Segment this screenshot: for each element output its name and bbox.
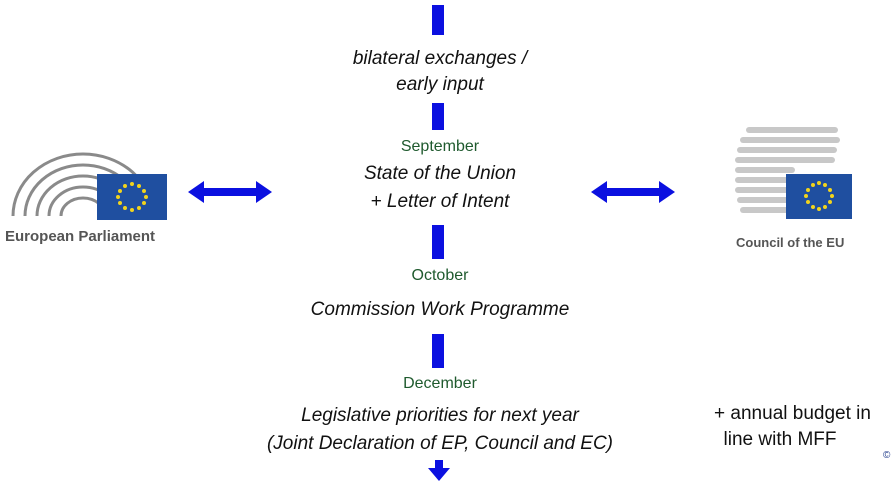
early-input-line2: early input bbox=[396, 74, 484, 95]
european-parliament-logo bbox=[11, 152, 167, 220]
annual-budget-note-line1: + annual budget in bbox=[714, 403, 871, 424]
annual-budget-note-line2: line with MFF bbox=[723, 429, 837, 450]
flow-connector-1 bbox=[432, 103, 444, 130]
double-arrow-right-icon bbox=[591, 181, 675, 203]
flow-connector-3 bbox=[432, 334, 444, 368]
october-label: October bbox=[411, 267, 469, 284]
state-of-union-text: State of the Union bbox=[363, 163, 517, 184]
council-of-the-eu-label: Council of the EU bbox=[736, 235, 845, 250]
joint-declaration-text: (Joint Declaration of EP, Council and EC… bbox=[266, 433, 614, 454]
letter-of-intent-text: + Letter of Intent bbox=[370, 191, 510, 212]
flow-connector-2 bbox=[432, 225, 444, 259]
council-of-the-eu-logo bbox=[735, 127, 852, 219]
september-label: September bbox=[400, 138, 480, 155]
copyright-mark: © bbox=[883, 450, 891, 461]
early-input-line1: bilateral exchanges / bbox=[352, 48, 528, 69]
down-arrow-icon bbox=[428, 460, 450, 481]
double-arrow-left-icon bbox=[188, 181, 272, 203]
legislative-priorities-text: Legislative priorities for next year bbox=[301, 405, 579, 426]
december-label: December bbox=[403, 375, 477, 392]
european-parliament-label: European Parliament bbox=[5, 228, 156, 245]
work-programme-text: Commission Work Programme bbox=[310, 299, 570, 320]
flow-connector-top bbox=[432, 5, 444, 35]
